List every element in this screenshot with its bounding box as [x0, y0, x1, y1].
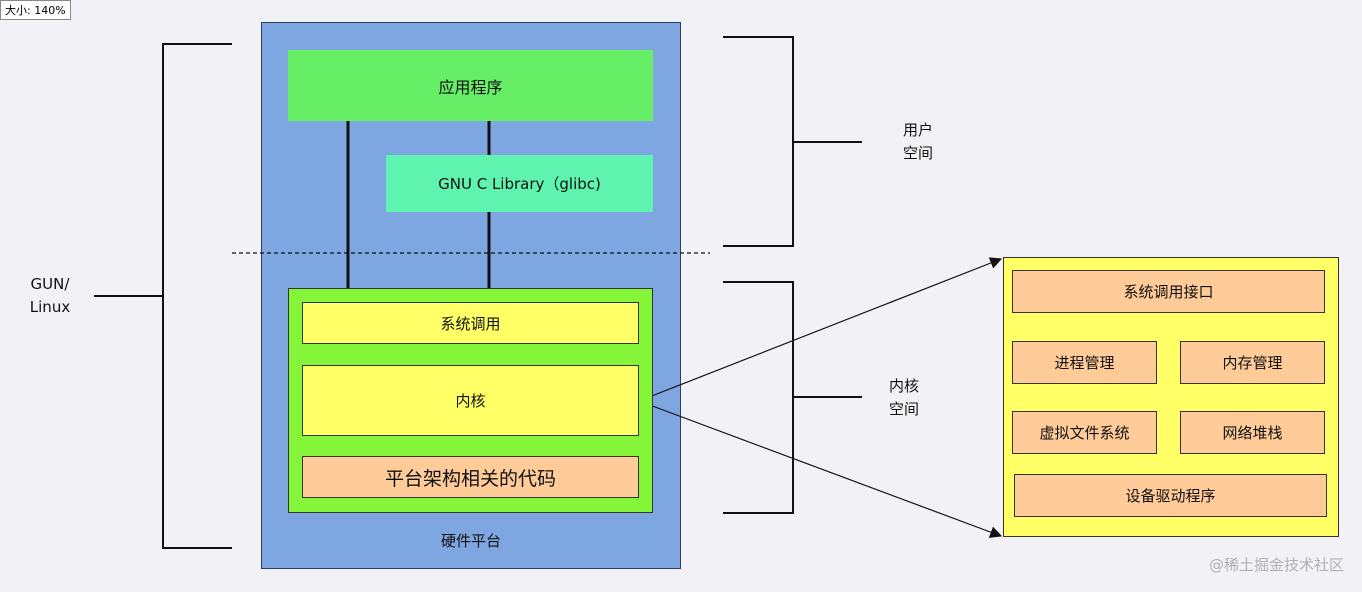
device-driver-box: 设备驱动程序 — [1014, 474, 1327, 517]
process-mgmt-box: 进程管理 — [1012, 341, 1157, 384]
hardware-label: 硬件平台 — [440, 532, 501, 550]
arch-code-box: 平台架构相关的代码 — [302, 456, 639, 498]
application-box: 应用程序 — [288, 50, 653, 121]
vfs-box: 虚拟文件系统 — [1012, 411, 1157, 454]
glibc-box: GNU C Library（glibc) — [386, 155, 653, 212]
kernel-box: 内核 — [302, 365, 639, 436]
user-space-label: 用户 空间 — [902, 121, 933, 162]
zoom-indicator: 大小: 140% — [0, 0, 71, 20]
memory-mgmt-box: 内存管理 — [1180, 341, 1325, 384]
watermark: @稀土掘金技术社区 — [1208, 556, 1344, 574]
gun-linux-label: GUN/ Linux — [29, 275, 71, 316]
syscall-box: 系统调用 — [302, 302, 639, 344]
net-stack-box: 网络堆栈 — [1180, 411, 1325, 454]
kernel-space-label: 内核 空间 — [888, 377, 919, 418]
syscall-interface-box: 系统调用接口 — [1012, 270, 1325, 313]
